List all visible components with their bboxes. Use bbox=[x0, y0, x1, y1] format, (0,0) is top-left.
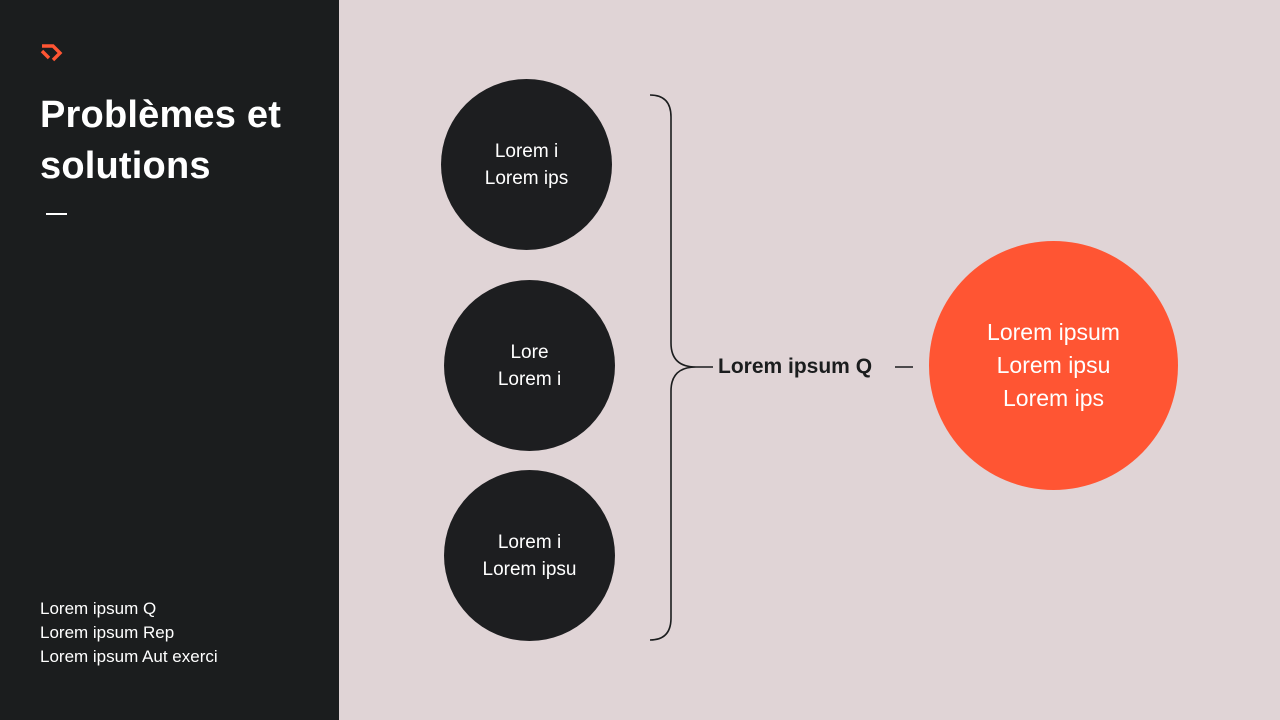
note-item: Lorem ipsum Rep bbox=[40, 623, 175, 642]
connector-label: Lorem ipsum Q bbox=[718, 355, 873, 378]
page-title-line2: solutions bbox=[40, 145, 211, 187]
result-label: Lorem ipsu bbox=[996, 352, 1111, 378]
note-item: Lorem ipsum Aut exerci bbox=[40, 647, 218, 666]
notes-list: Lorem ipsum Q Lorem ipsum Rep Lorem ipsu… bbox=[40, 597, 218, 669]
result-label: Lorem ipsum bbox=[987, 319, 1120, 345]
page-title: Problèmes et solutions bbox=[40, 90, 330, 192]
curly-brace bbox=[649, 94, 697, 641]
circle-label: Lorem ipsu bbox=[482, 558, 577, 580]
result-circle: Lorem ipsum Lorem ipsu Lorem ips bbox=[929, 241, 1178, 490]
circle-label: Lorem i bbox=[494, 140, 559, 162]
result-label: Lorem ips bbox=[1003, 385, 1104, 411]
page-title-line1: Problèmes et bbox=[40, 94, 282, 136]
brand-logo-icon bbox=[40, 44, 63, 62]
circle-label: Lorem i bbox=[497, 531, 562, 553]
input-circle-2: Lore Lorem i bbox=[444, 280, 615, 451]
title-divider bbox=[46, 213, 67, 215]
circle-label: Lore bbox=[510, 341, 549, 363]
note-item: Lorem ipsum Q bbox=[40, 599, 157, 618]
circle-label: Lorem ips bbox=[484, 167, 569, 189]
input-circle-3: Lorem i Lorem ipsu bbox=[444, 470, 615, 641]
input-circle-1: Lorem i Lorem ips bbox=[441, 79, 612, 250]
sidebar: Problèmes et solutions Lorem ipsum Q Lor… bbox=[0, 0, 339, 720]
circle-label: Lorem i bbox=[497, 368, 562, 390]
